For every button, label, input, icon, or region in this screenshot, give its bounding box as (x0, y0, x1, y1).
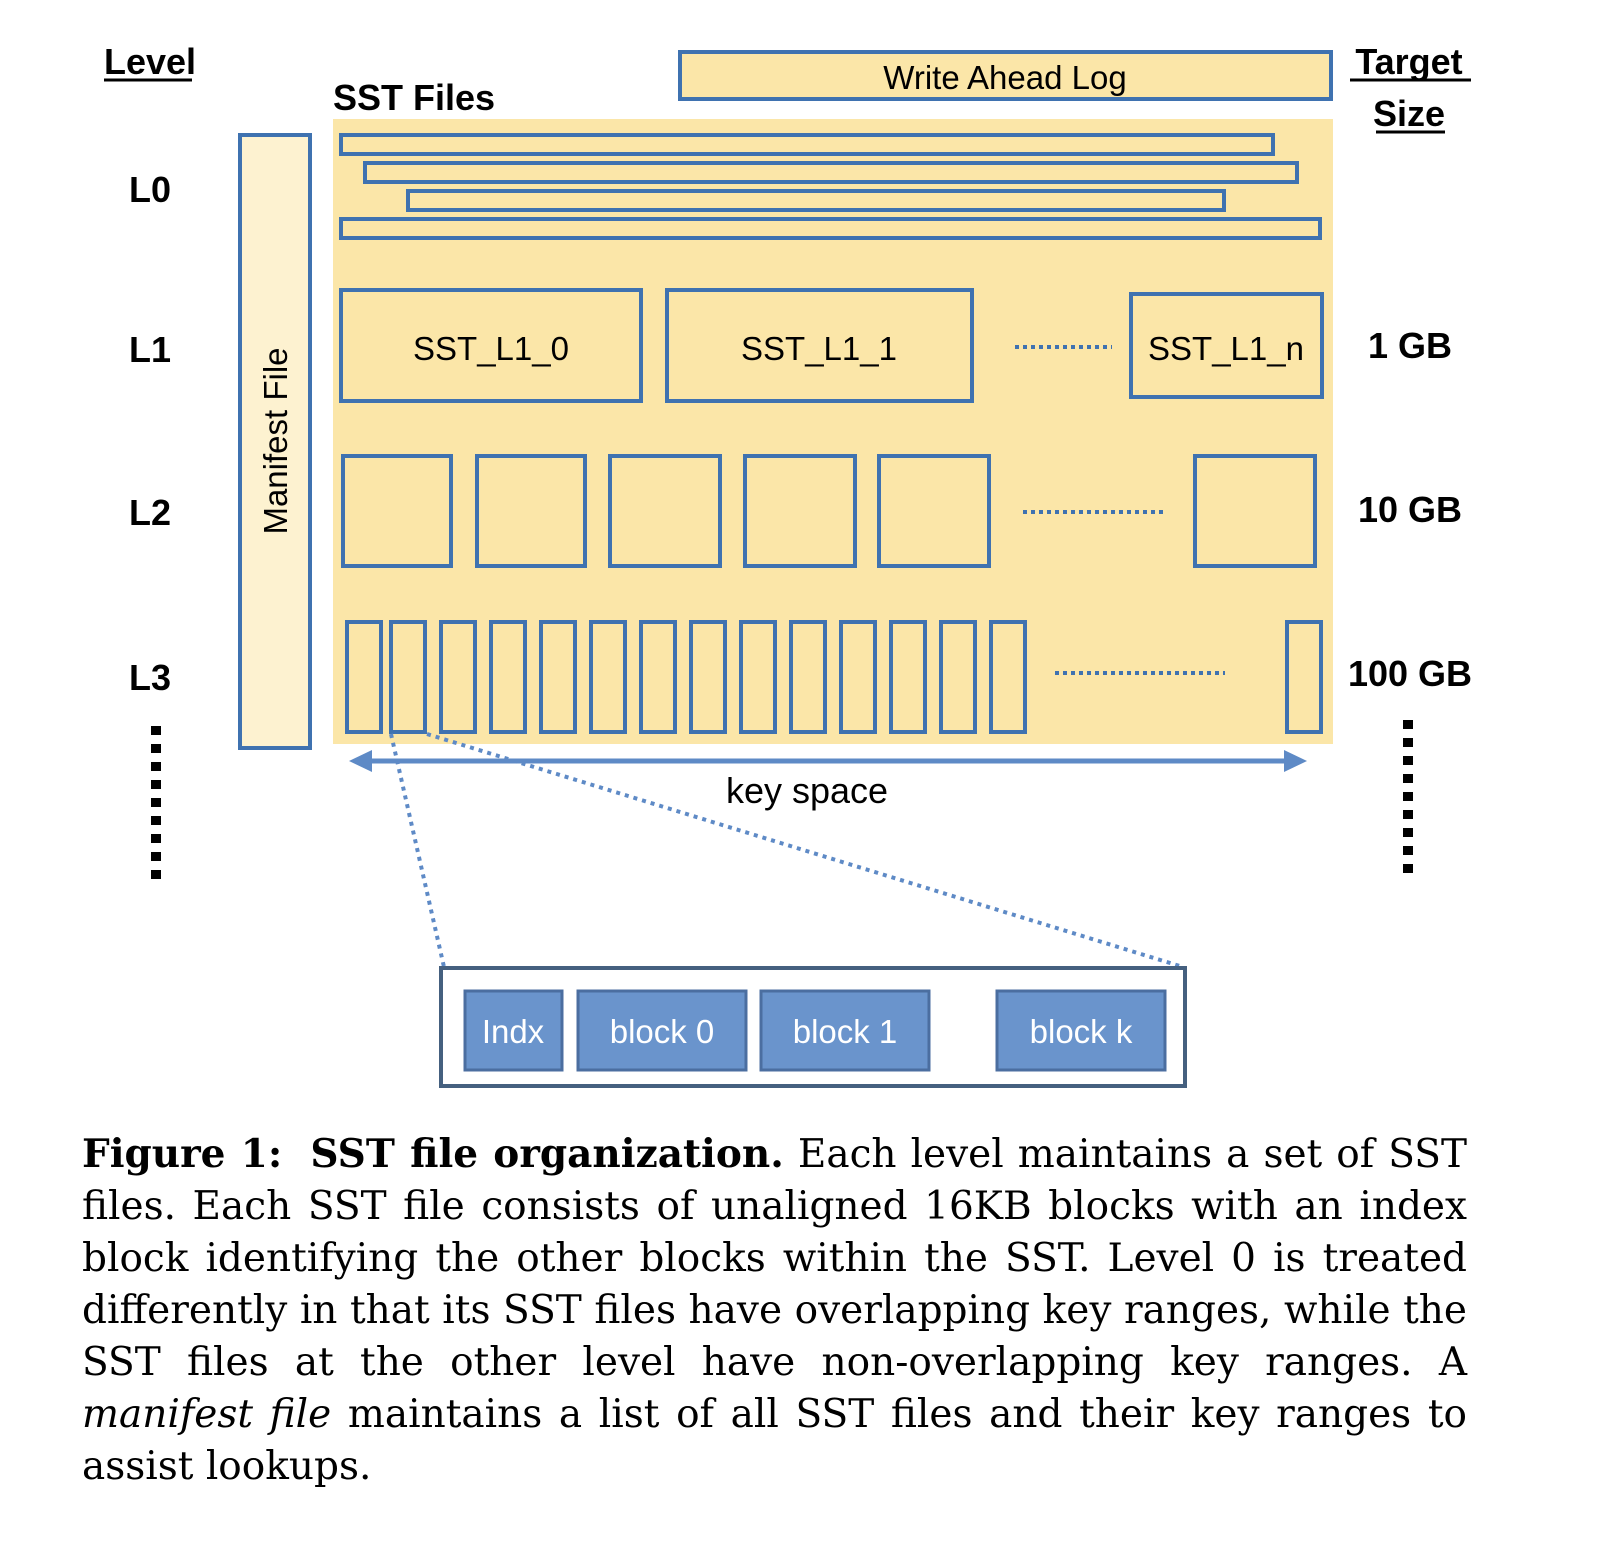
write-ahead-log-label: Write Ahead Log (883, 59, 1126, 96)
l3-file (639, 620, 677, 734)
key-space-arrow-right-head (1284, 750, 1307, 772)
l3-file (689, 620, 727, 734)
l0-file (406, 189, 1226, 212)
data-block-1 (759, 989, 931, 1072)
caption-text: Each level maintains a set of SST files.… (82, 1132, 1468, 1385)
data-block-k (995, 989, 1167, 1072)
target-size-l1: 1 GB (1368, 325, 1452, 366)
l1-file-1 (665, 288, 974, 403)
l3-file (939, 620, 977, 734)
l3-file (589, 620, 627, 734)
target-header-line1: Target (1355, 41, 1462, 82)
level-label-l3: L3 (129, 657, 171, 698)
l3-file (739, 620, 777, 734)
l0-file (339, 217, 1322, 240)
data-block-0-label: block 0 (610, 1013, 715, 1050)
caption-italic-term: manifest file (82, 1392, 332, 1437)
l3-file (539, 620, 577, 734)
l3-file (839, 620, 877, 734)
level-label-l1: L1 (129, 329, 171, 370)
sst-files-label: SST Files (333, 77, 495, 118)
write-ahead-log (678, 50, 1333, 101)
l3-file (889, 620, 927, 734)
l2-file (743, 454, 857, 568)
l2-file (475, 454, 587, 568)
caption-title: SST file organization. (310, 1131, 784, 1177)
sst-organization-figure: Level SST Files Write Ahead Log Target S… (104, 41, 1472, 1088)
level-label-l0: L0 (129, 169, 171, 210)
level-label-l2: L2 (129, 492, 171, 533)
l3-file (489, 620, 527, 734)
target-size-l2: 10 GB (1358, 489, 1462, 530)
key-space-arrow-left-head (349, 750, 372, 772)
l2-file (1193, 454, 1317, 568)
l2-file (341, 454, 453, 568)
level-header: Level (104, 41, 196, 82)
l1-file-n-label: SST_L1_n (1148, 330, 1304, 367)
sst-files-area (333, 119, 1333, 744)
l1-file-1-label: SST_L1_1 (741, 330, 897, 367)
l2-file (877, 454, 991, 568)
target-header-line2: Size (1373, 93, 1445, 134)
l0-file (339, 133, 1275, 156)
data-block-k-label: block k (1030, 1013, 1133, 1050)
figure-caption: Figure 1: SST file organization. Each le… (82, 1128, 1467, 1493)
data-block-1-label: block 1 (793, 1013, 898, 1050)
caption-text-end: maintains a list of all SST files and th… (82, 1392, 1467, 1489)
l3-file (389, 620, 427, 734)
caption-label: Figure 1: (82, 1131, 283, 1177)
l2-file (608, 454, 722, 568)
target-size-l3: 100 GB (1348, 653, 1472, 694)
l3-file (439, 620, 477, 734)
index-block (463, 989, 564, 1072)
zoom-line-left (389, 733, 446, 968)
l1-file-n (1129, 292, 1324, 399)
key-space-label: key space (726, 770, 888, 811)
manifest-file (238, 133, 312, 750)
l3-file (789, 620, 827, 734)
l1-file-0 (339, 288, 643, 403)
manifest-file-label: Manifest File (257, 347, 294, 534)
l3-file (989, 620, 1027, 734)
l3-file (1285, 620, 1323, 734)
zoom-line-right (426, 732, 1184, 969)
l3-file (345, 620, 383, 734)
data-block-0 (576, 989, 748, 1072)
l0-file (363, 161, 1299, 184)
index-block-label: Indx (482, 1013, 545, 1050)
l1-file-0-label: SST_L1_0 (413, 330, 569, 367)
